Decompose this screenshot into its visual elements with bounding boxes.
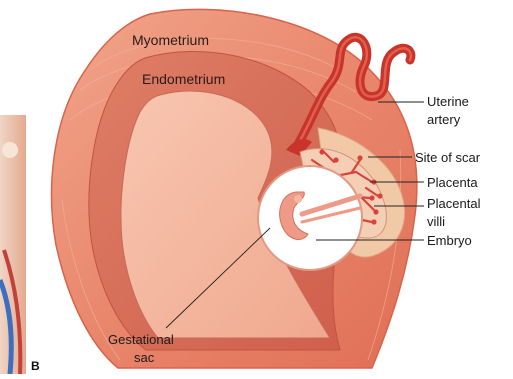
label-gestational-sac-1: Gestational [108, 332, 174, 347]
label-endometrium: Endometrium [142, 71, 225, 87]
label-embryo: Embryo [427, 233, 472, 248]
label-placenta: Placenta [427, 175, 478, 190]
label-gestational-sac-2: sac [134, 350, 155, 365]
label-uterine-artery-2: artery [427, 112, 461, 127]
label-uterine-artery-1: Uterine [427, 94, 469, 109]
panel-letter: B [31, 359, 40, 373]
label-site-of-scar: Site of scar [415, 150, 481, 165]
label-placental-villi-1: Placental [427, 196, 481, 211]
label-myometrium: Myometrium [132, 32, 209, 48]
gestational-sac [258, 166, 362, 270]
label-placental-villi-2: villi [427, 214, 445, 229]
adjacent-panel-fragment [0, 115, 26, 374]
